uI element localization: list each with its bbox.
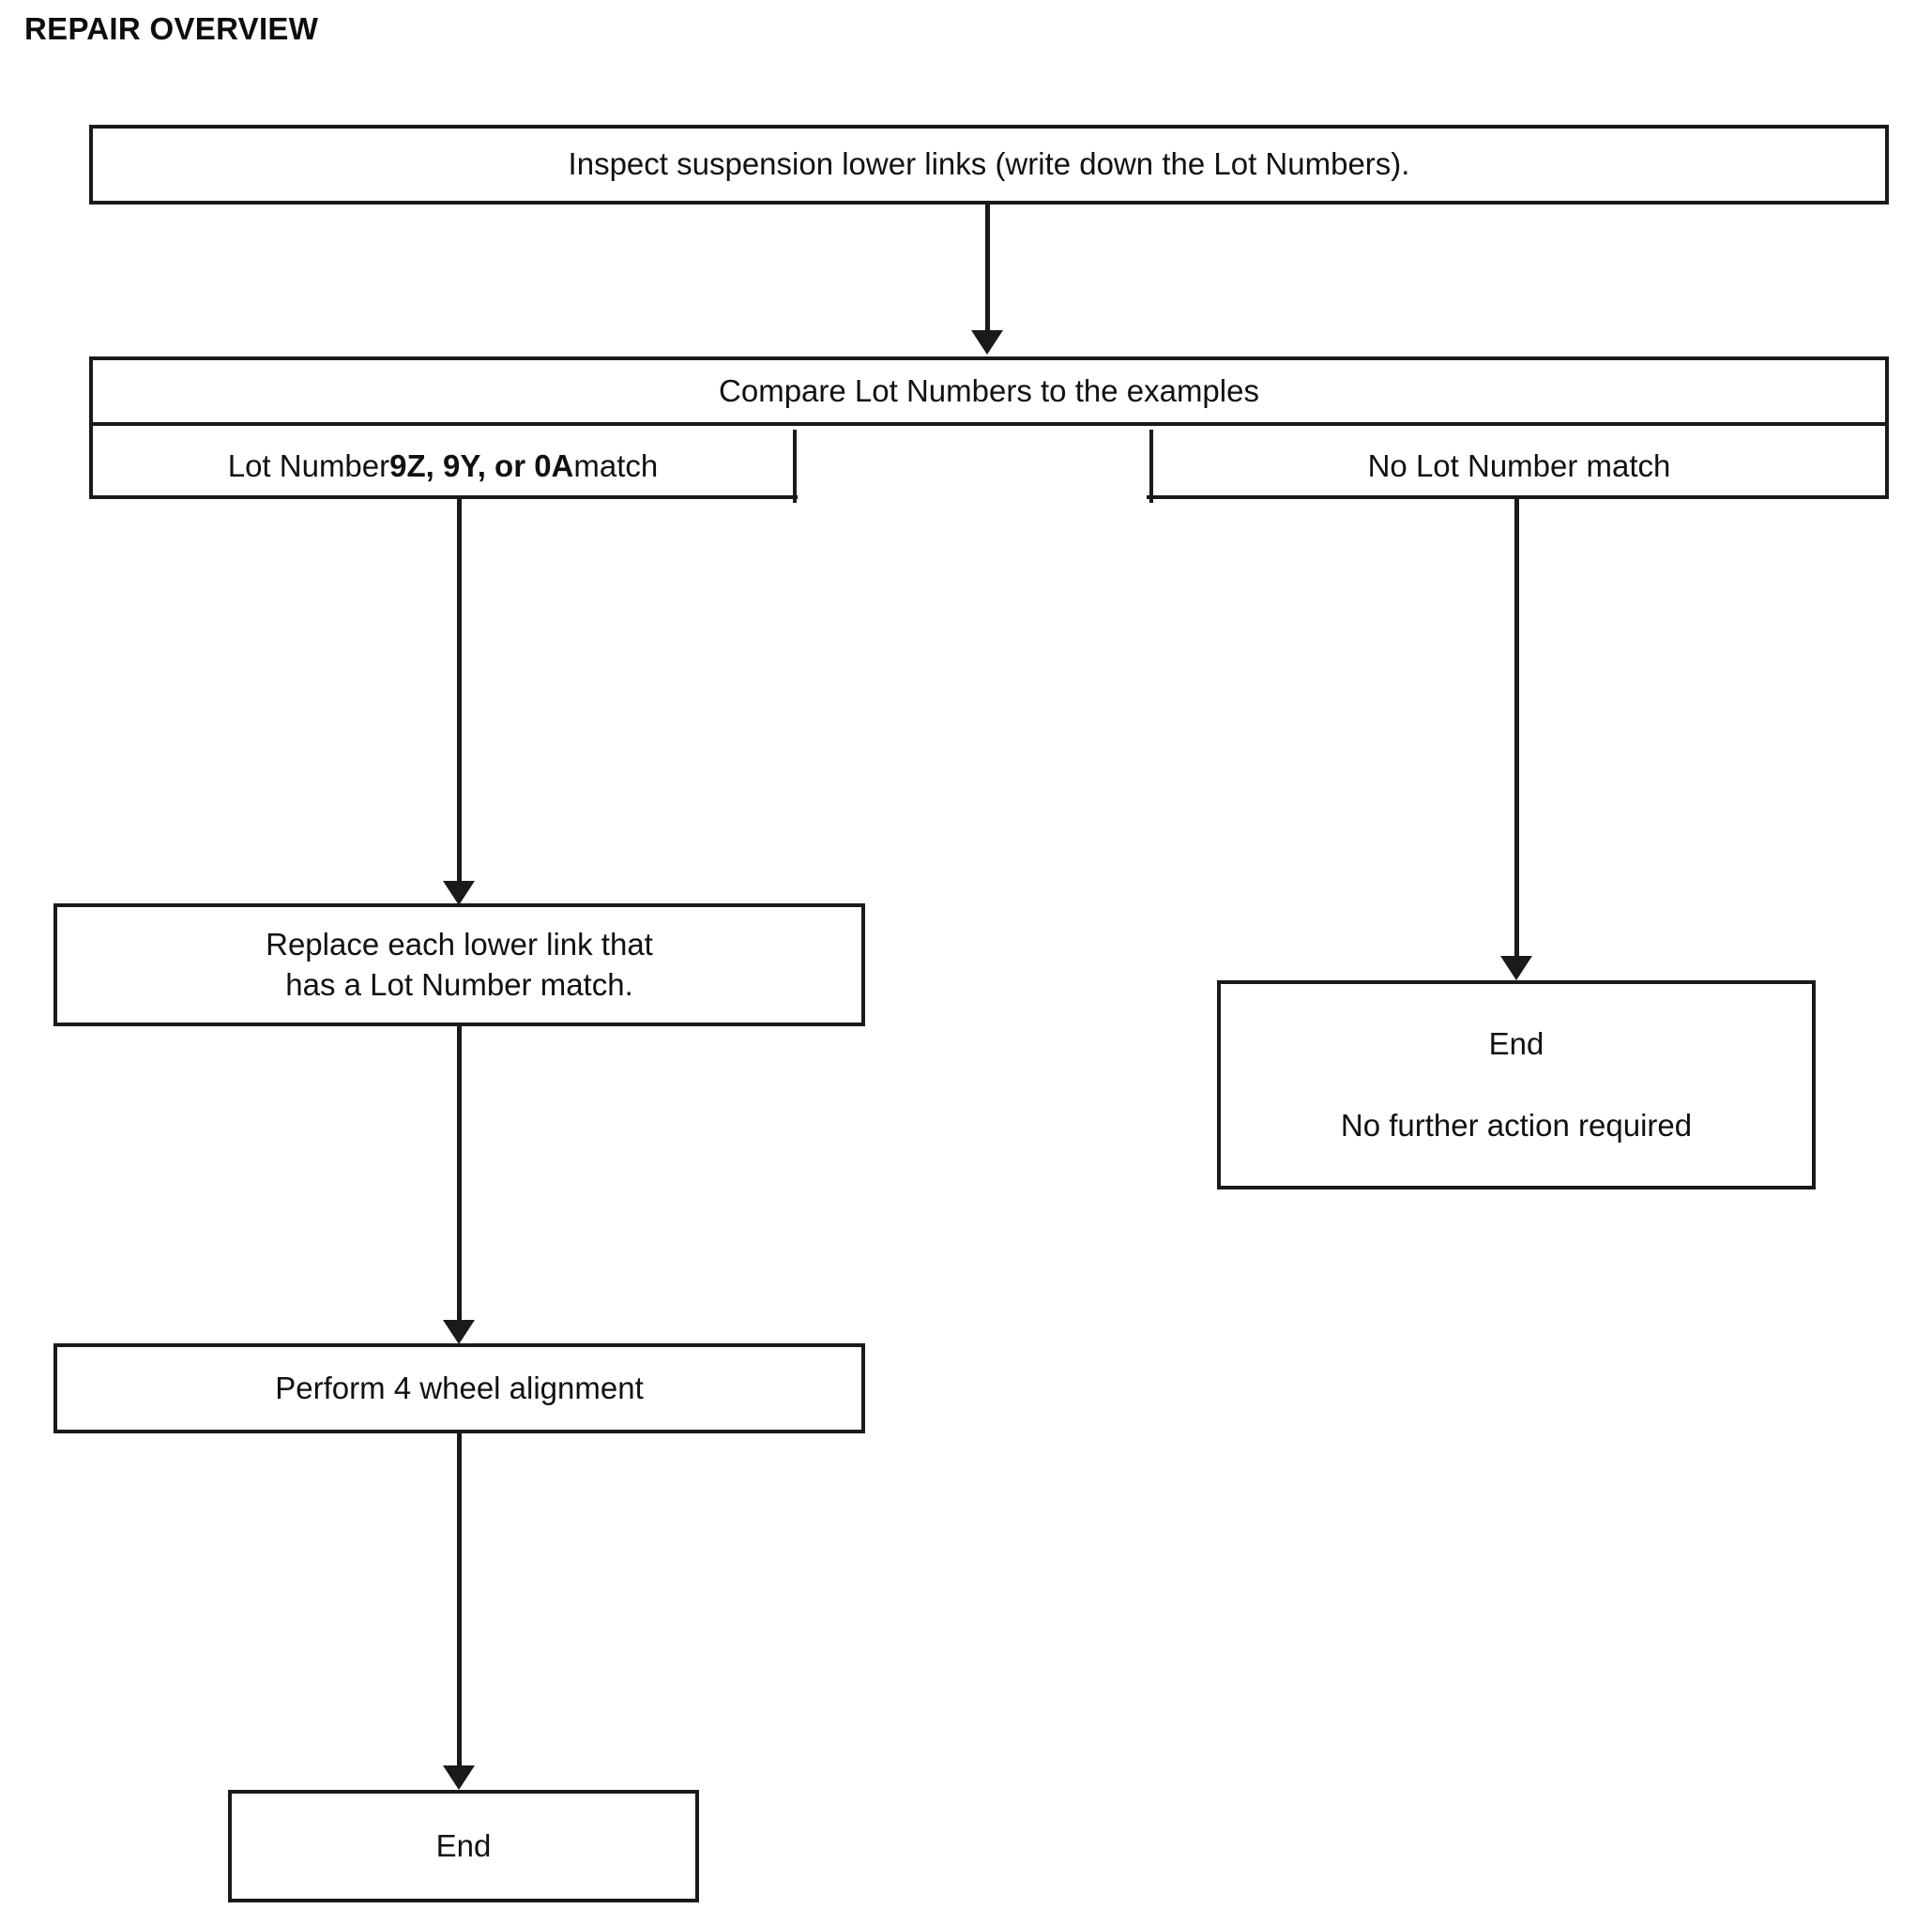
branch-match-suffix: match: [573, 448, 659, 483]
arrowhead-replace-to-alignment: [443, 1320, 475, 1344]
arrowhead-inspect-to-compare: [971, 330, 1003, 355]
decision-gap-mask: [798, 492, 1147, 505]
connector-alignment-to-end: [457, 1433, 462, 1765]
node-end-right-line-2: No further action required: [1340, 1107, 1693, 1143]
node-replace-lower-link: Replace each lower link that has a Lot N…: [53, 903, 865, 1026]
arrowhead-match-to-replace: [443, 881, 475, 905]
branch-match-codes: 9Z, 9Y, or 0A: [389, 448, 574, 483]
branch-match-prefix: Lot Number: [227, 448, 390, 483]
node-inspect-suspension-lower-links: Inspect suspension lower links (write do…: [89, 125, 1889, 205]
node-compare-lot-numbers: Compare Lot Numbers to the examples Lot …: [89, 356, 1889, 503]
node-replace-line-2: has a Lot Number match.: [285, 966, 633, 1002]
branch-lot-number-match: Lot Number 9Z, 9Y, or 0A match: [93, 430, 797, 503]
node-compare-header-label: Compare Lot Numbers to the examples: [93, 360, 1885, 426]
node-inspect-label: Inspect suspension lower links (write do…: [568, 146, 1410, 182]
node-perform-wheel-alignment: Perform 4 wheel alignment: [53, 1343, 865, 1433]
node-alignment-label: Perform 4 wheel alignment: [275, 1370, 644, 1405]
branch-no-match-label: No Lot Number match: [1367, 448, 1671, 483]
arrowhead-alignment-to-end: [443, 1765, 475, 1790]
arrowhead-no-match-to-end: [1500, 956, 1532, 980]
connector-match-to-replace: [457, 499, 462, 881]
node-end-no-further-action: End No further action required: [1217, 980, 1816, 1189]
node-end-bottom-label: End: [435, 1827, 492, 1863]
node-replace-line-1: Replace each lower link that: [266, 927, 653, 962]
branch-no-lot-number-match: No Lot Number match: [1149, 430, 1885, 503]
connector-replace-to-alignment: [457, 1026, 462, 1320]
connector-no-match-to-end: [1514, 499, 1519, 956]
connector-inspect-to-compare: [985, 205, 990, 330]
page-title: REPAIR OVERVIEW: [24, 11, 319, 46]
node-end-right-line-1: End: [1488, 1026, 1544, 1062]
node-end-bottom: End: [228, 1790, 699, 1902]
